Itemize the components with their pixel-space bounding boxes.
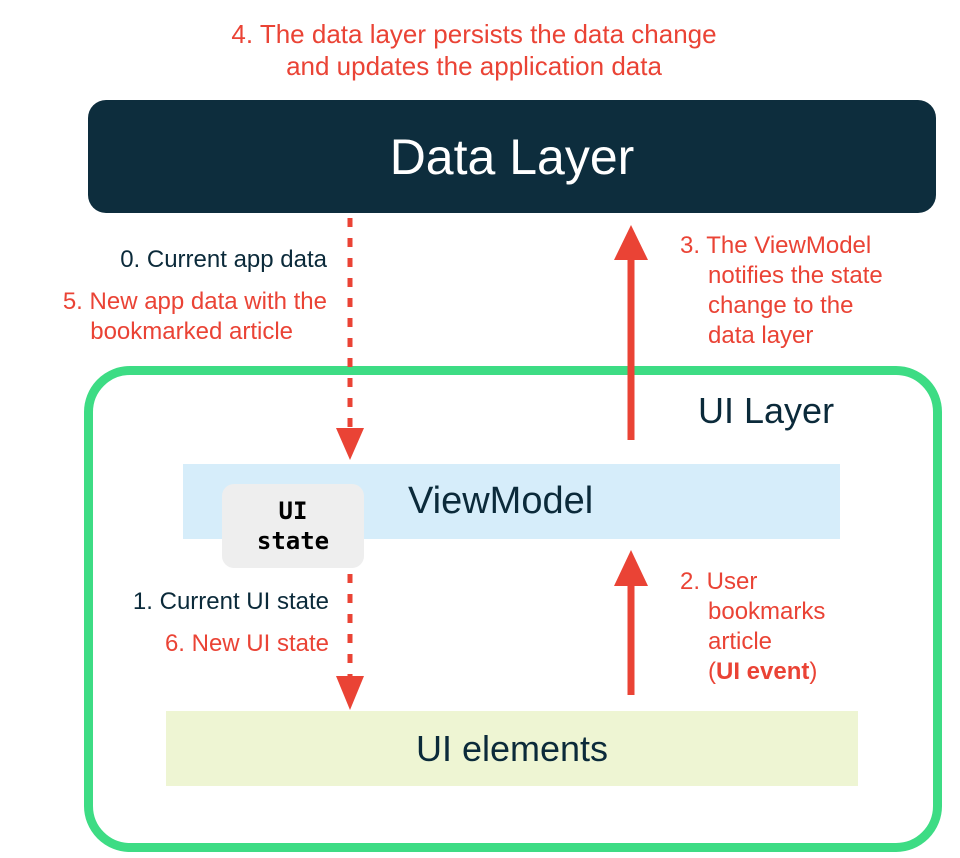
caption-step-2-line-4: (UI event) xyxy=(680,657,920,687)
caption-step-3-line-2: notifies the state xyxy=(708,262,883,289)
caption-step-5: 5. New app data with the bookmarked arti… xyxy=(0,287,327,347)
caption-step-0: 0. Current app data xyxy=(120,246,327,273)
caption-step-3: 3. The ViewModel notifies the state chan… xyxy=(680,231,950,351)
viewmodel-label: ViewModel xyxy=(408,480,594,522)
caption-step-4-line-2: and updates the application data xyxy=(286,51,662,81)
caption-step-3-line-4: data layer xyxy=(708,322,814,349)
data-layer-label: Data Layer xyxy=(389,128,635,185)
caption-step-2-line-2: bookmarks xyxy=(708,598,826,625)
ui-layer-label: UI Layer xyxy=(698,390,835,431)
caption-step-2-line-3: article xyxy=(708,628,773,655)
ui-layer-container xyxy=(84,366,942,852)
caption-step-5-line-1: 5. New app data with the xyxy=(62,288,327,315)
caption-step-2-open: ( xyxy=(708,658,716,685)
ui-state-badge: UI state xyxy=(222,484,364,568)
caption-step-2-ui-event: UI event xyxy=(716,658,810,685)
caption-step-3-line-3: change to the xyxy=(708,292,854,319)
caption-step-6: 6. New UI state xyxy=(164,630,329,657)
caption-step-2-line-1: 2. User xyxy=(680,568,758,595)
caption-step-1: 1. Current UI state xyxy=(132,588,329,615)
caption-step-4: 4. The data layer persists the data chan… xyxy=(0,18,960,82)
caption-step-5-line-2: bookmarked article xyxy=(90,318,293,345)
ui-state-line-2: state xyxy=(256,527,330,555)
arrow-viewmodel-to-ui-head xyxy=(336,676,364,710)
caption-step-3-line-1: 3. The ViewModel xyxy=(680,232,872,259)
data-layer-box: Data Layer xyxy=(88,100,936,213)
ui-elements-label: UI elements xyxy=(415,727,609,769)
arrow-viewmodel-to-data-head xyxy=(614,225,648,260)
caption-step-2: 2. User bookmarks article (UI event) xyxy=(680,567,920,687)
ui-state-line-1: UI xyxy=(278,497,308,525)
caption-step-4-line-1: 4. The data layer persists the data chan… xyxy=(231,19,717,49)
arrow-data-to-viewmodel-head xyxy=(336,428,364,460)
caption-step-2-close: ) xyxy=(809,658,818,685)
ui-elements-box: UI elements xyxy=(166,711,858,786)
arrow-ui-to-viewmodel-head xyxy=(614,550,648,586)
